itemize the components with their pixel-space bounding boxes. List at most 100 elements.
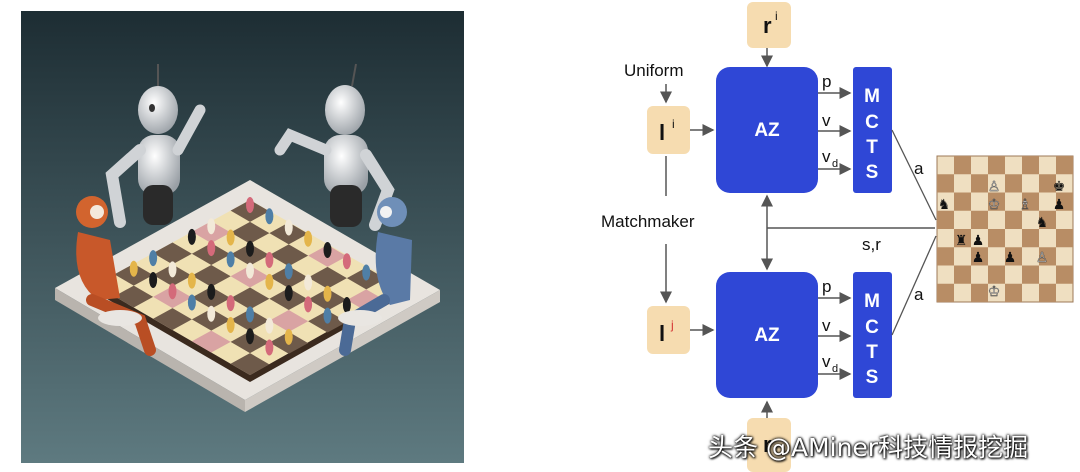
board-square [954, 265, 971, 284]
illustration-piece [226, 229, 235, 246]
illustration-square [153, 308, 192, 330]
illustration-piece [304, 296, 313, 313]
board-square [971, 247, 988, 266]
illustration-square [308, 266, 347, 289]
board-square [937, 210, 954, 229]
illustration-piece [149, 271, 158, 288]
output-vd-top: v [822, 147, 831, 166]
board-square [988, 156, 1005, 175]
illustration-square [153, 242, 192, 265]
board-square [1056, 229, 1073, 248]
black-knight-piece: ♞ [938, 196, 951, 212]
top-reward-label: r [763, 13, 772, 38]
board-square [1039, 283, 1056, 302]
az-network-bottom: AZ [716, 272, 818, 398]
illustration-piece [207, 218, 216, 235]
illustration-square [191, 330, 231, 353]
mcts-top: M C T S [853, 67, 892, 193]
illustration-square [230, 221, 270, 244]
board-square [988, 229, 1005, 248]
matchmaker-label: Matchmaker [601, 212, 695, 231]
black-rook-piece: ♜ [955, 232, 968, 248]
blue-robot [338, 197, 412, 356]
illustration-piece [323, 307, 332, 324]
illustration-piece [226, 295, 235, 312]
mcts-bottom-s: S [866, 367, 879, 388]
board-square [988, 265, 1005, 284]
illustration-square [191, 265, 231, 287]
bottom-reward-box: r [747, 418, 791, 472]
white-pawn-piece: ♙ [988, 178, 1001, 194]
illustration-piece [246, 306, 254, 323]
illustration-piece [342, 253, 351, 270]
board-square [1022, 156, 1039, 175]
board-square [1005, 210, 1022, 229]
white-pawn-piece-2: ♙ [1036, 249, 1049, 265]
illustration-piece [207, 283, 216, 300]
board-square [1056, 265, 1073, 284]
mcts-bottom: M C T S [853, 272, 892, 398]
illustration-square [269, 244, 309, 267]
board-square [1039, 174, 1056, 193]
illustration-piece [265, 251, 274, 268]
board-square [1056, 156, 1073, 175]
player-i-label: l [659, 120, 665, 145]
mcts-bottom-m: M [864, 291, 880, 312]
board-square [937, 283, 954, 302]
board-square [1005, 283, 1022, 302]
az-network-top: AZ [716, 67, 818, 193]
illustration-piece [284, 219, 293, 236]
illustration-piece [226, 251, 235, 268]
black-king-piece: ♚ [1053, 178, 1066, 194]
top-reward-sup: i [775, 9, 778, 23]
board-square [1022, 192, 1039, 211]
illustration-piece [284, 263, 293, 280]
illustration-piece [149, 250, 158, 267]
illustration-piece [168, 261, 177, 278]
illustration-piece [323, 241, 332, 258]
illustration-piece [265, 317, 274, 334]
black-pawn-piece: ♟ [1053, 196, 1066, 212]
chessboard-icon: ♙ ♚ ♞ ♔ ♗ ♟ ♞ ♜ ♟ ♟ ♟ ♙ ♔ [936, 155, 1074, 303]
white-robot-right [274, 63, 395, 231]
state-reward-label: s,r [862, 235, 881, 254]
watermark-text: 头条 @AMiner科技情报挖掘 [708, 433, 1029, 462]
bottom-reward-label: r [763, 432, 772, 457]
board-square [937, 174, 954, 193]
board-square [1005, 174, 1022, 193]
illustration-piece [265, 208, 274, 225]
mcts-top-t: T [866, 137, 878, 158]
illustration-squares [114, 200, 386, 375]
player-i-sup: i [672, 117, 675, 131]
board-square [971, 210, 988, 229]
illustration-square [230, 287, 270, 310]
output-v-bottom: v [822, 316, 831, 335]
illustration-piece [207, 305, 216, 322]
board-pieces: ♙ ♚ ♞ ♔ ♗ ♟ ♞ ♜ ♟ ♟ ♟ ♙ ♔ [938, 178, 1066, 299]
illustration-piece [304, 230, 313, 247]
illustration-piece [187, 294, 196, 311]
illustration-piece [323, 285, 332, 302]
az-bottom-label: AZ [754, 325, 780, 346]
player-j-sup: j [670, 318, 674, 332]
illustration-piece [246, 262, 254, 279]
mcts-top-m: M [864, 86, 880, 107]
output-vd-bottom-sub: d [832, 363, 838, 375]
illustration-piece [187, 228, 196, 245]
board-square [1039, 247, 1056, 266]
orange-robot [76, 196, 156, 356]
player-j-box: l j [647, 306, 690, 354]
illustration-piece [168, 283, 177, 300]
board-square [1022, 265, 1039, 284]
mcts-top-s: S [866, 162, 879, 183]
board-square [1022, 229, 1039, 248]
mcts-bottom-t: T [866, 342, 878, 363]
white-king-piece-2: ♔ [988, 283, 1001, 299]
board-square [971, 174, 988, 193]
chess-robots-illustration [21, 11, 464, 463]
mcts-top-c: C [865, 112, 879, 133]
white-robot-left [105, 64, 206, 228]
output-p-bottom: p [822, 277, 831, 296]
board-square [988, 192, 1005, 211]
